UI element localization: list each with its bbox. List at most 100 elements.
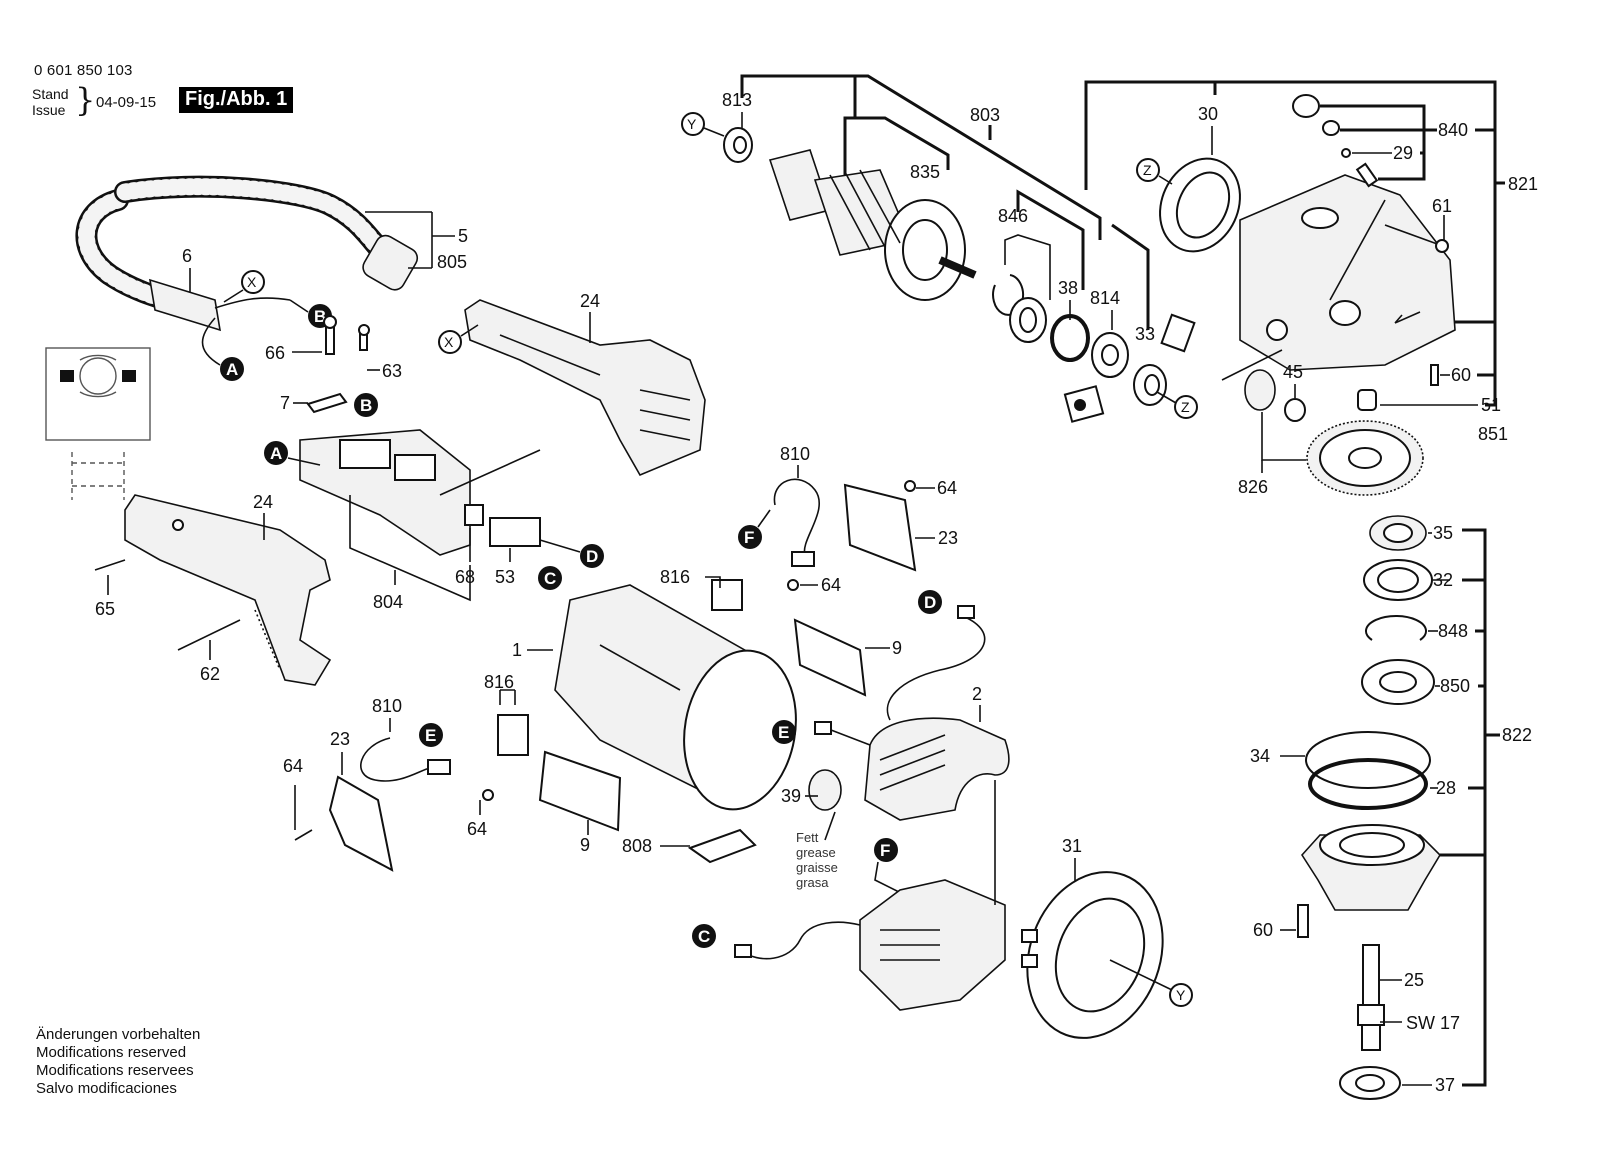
connector-f-label: F [744,528,754,547]
part-label-37: 37 [1435,1075,1455,1095]
disclaimer-de: Änderungen vorbehalten [36,1026,201,1043]
lock-pin [1355,162,1379,188]
part-label-29: 29 [1393,143,1413,163]
grease-note-fr: graisse [796,860,838,875]
brush-cover-23-upper [843,483,917,572]
brush-holder-part [1160,313,1196,353]
part-label-803: 803 [970,105,1000,125]
issue-label: Issue [32,102,66,118]
connector-e-label: E [778,723,789,742]
ring-38 [1050,314,1090,362]
part-label-63: 63 [382,361,402,381]
part-label-39: 39 [781,786,801,806]
part-label-851: 851 [1478,424,1508,444]
connector-c-label: C [544,569,556,588]
figure-tag: Fig./Abb. 1 [179,87,294,113]
field-coil-2-lower [859,879,1006,1011]
part-label-6: 6 [182,246,192,266]
part-label-810-upper: 810 [780,444,810,464]
gear-housing [1239,174,1456,371]
part-label-62: 62 [200,664,220,684]
connector-y-endcap [1169,983,1193,1007]
switch-assembly [299,429,541,556]
field-coil-2-upper [864,717,1010,821]
connector-a-label: A [226,360,238,379]
stand-issue-label: Stand Issue [32,86,69,118]
grease-note-de: Fett [796,830,819,845]
mains-plug [362,234,419,291]
power-cord [75,175,419,366]
wiring-schematic [45,347,151,500]
connector-c-field [692,924,716,948]
name-plate-9-upper [793,618,867,697]
cord-strain-relief [148,278,222,332]
part-label-5: 5 [458,226,468,246]
grease-note-es: grasa [796,875,829,890]
connector-z-label: Z [1143,162,1152,178]
handle-half-upper [464,299,706,477]
motor-housing [554,584,797,811]
connector-d-label: D [586,547,598,566]
part-label-814: 814 [1090,288,1120,308]
connector-f-upper [738,525,762,549]
part-label-28: 28 [1436,778,1456,798]
part-label-32: 32 [1433,570,1453,590]
connector-y-label: Y [687,116,697,132]
part-label-34: 34 [1250,746,1270,766]
brush-cover-23-lower [328,775,394,872]
part-label-24-lower: 24 [253,492,273,512]
part-label-64-bottom: 64 [467,819,487,839]
part-label-810-lower: 810 [372,696,402,716]
thread-size-note: SW 17 [1406,1013,1460,1033]
screw-60-lower [1297,904,1309,938]
nut-45 [1284,398,1306,422]
part-label-850: 850 [1440,676,1470,696]
part-label-23-upper: 23 [938,528,958,548]
screw-60-upper [1430,364,1439,386]
bearing-flange-30 [1159,157,1241,253]
part-label-826: 826 [1238,477,1268,497]
part-label-804: 804 [373,592,403,612]
part-label-7: 7 [280,393,290,413]
connector-a-switch [264,441,288,465]
end-shield-31 [1021,871,1164,1039]
part-label-61: 61 [1432,196,1452,216]
part-label-23-lower: 23 [330,729,350,749]
connector-c-label: C [698,927,710,946]
stand-label: Stand [32,86,69,102]
connector-e-field [772,720,796,744]
part-label-65: 65 [95,599,115,619]
bearing-flange [1300,824,1442,911]
connector-d-switch [580,544,604,568]
part-label-9-upper: 9 [892,638,902,658]
connector-z-upper [1136,158,1160,182]
part-label-64-left: 64 [283,756,303,776]
switch-part-68 [464,504,484,526]
part-label-31: 31 [1062,836,1082,856]
connector-d-field [918,590,942,614]
part-label-1: 1 [512,640,522,660]
part-label-53: 53 [495,567,515,587]
connector-e-lower [419,723,443,747]
connector-b-label: B [360,396,372,415]
disclaimer-en: Modifications reserved [36,1044,187,1061]
part-label-835: 835 [910,162,940,182]
connector-f-lower [874,838,898,862]
part-label-805: 805 [437,252,467,272]
modifications-disclaimer: Änderungen vorbehalten Modifications res… [36,1026,200,1098]
connector-c-switch [538,566,562,590]
part-label-66: 66 [265,343,285,363]
connector-a-label: A [270,444,282,463]
label-808 [687,828,757,864]
bearing-813 [723,127,753,163]
connector-b-switch [354,393,378,417]
disclaimer-fr: Modifications reservees [36,1062,194,1079]
part-label-68: 68 [455,567,475,587]
part-label-51: 51 [1481,395,1501,415]
spindle-lock-button [1292,94,1320,118]
part-label-24-upper: 24 [580,291,600,311]
part-label-25: 25 [1404,970,1424,990]
disclaimer-es: Salvo modificaciones [36,1080,177,1097]
connector-y-armature [681,112,705,136]
part-number: 0 601 850 103 [34,62,133,79]
